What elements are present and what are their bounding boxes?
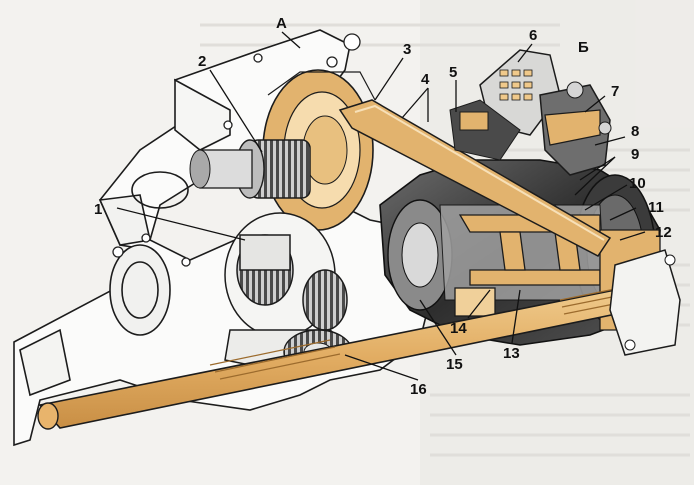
drive-pinion-gear — [189, 139, 311, 199]
callout-11: 11 — [648, 199, 664, 216]
callout-15: 15 — [446, 356, 463, 373]
callout-4: 4 — [421, 71, 430, 88]
callout-2: 2 — [198, 53, 206, 70]
callout-5: 5 — [449, 64, 457, 81]
view-label-b: Б — [578, 39, 589, 56]
output-flange — [609, 249, 681, 356]
callout-1: 1 — [94, 201, 102, 218]
view-label-a: А — [276, 15, 287, 32]
callout-13: 13 — [503, 345, 520, 362]
callout-9: 9 — [631, 146, 639, 163]
input-shaft — [338, 99, 612, 257]
callout-14: 14 — [450, 320, 467, 337]
callout-8: 8 — [631, 123, 639, 140]
callout-3: 3 — [403, 41, 411, 58]
callout-10: 10 — [629, 175, 646, 192]
callout-16: 16 — [410, 381, 427, 398]
leader-lines — [116, 31, 646, 381]
callout-6: 6 — [529, 27, 537, 44]
callout-12: 12 — [655, 224, 672, 241]
callout-7: 7 — [611, 83, 619, 100]
valve-body — [449, 49, 612, 176]
